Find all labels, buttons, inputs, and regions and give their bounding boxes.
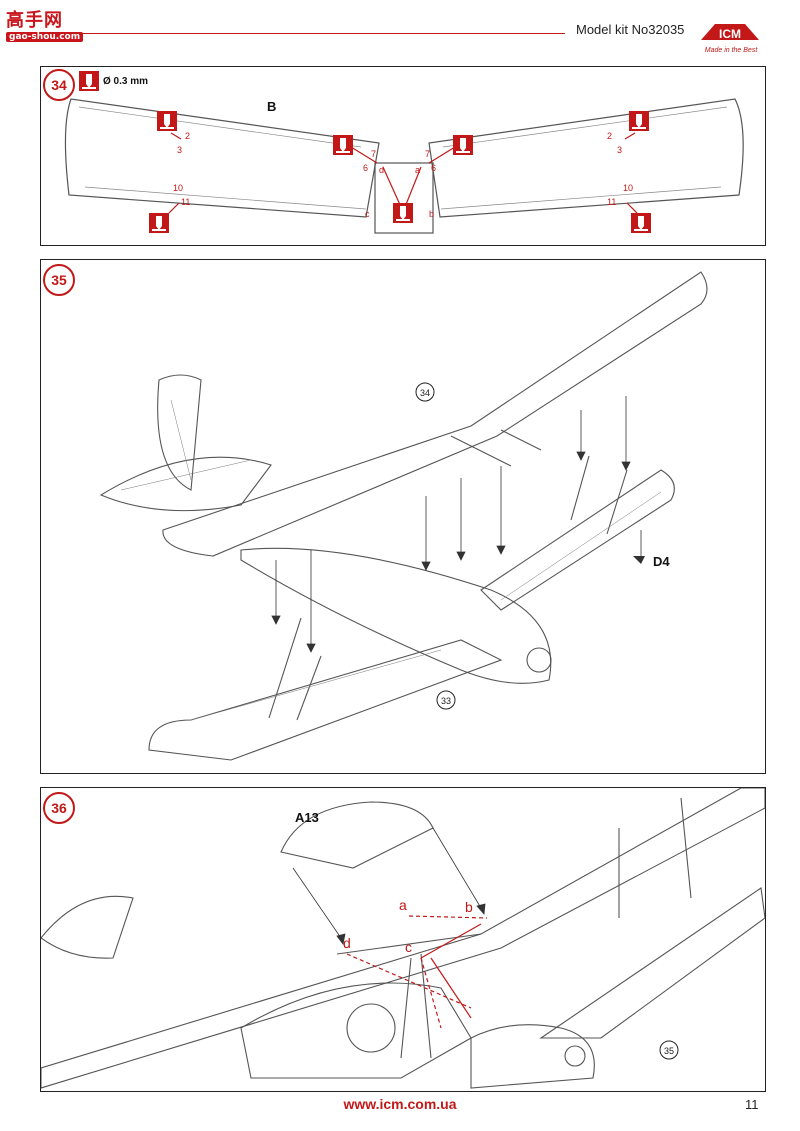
header-title: Model kit No32035 bbox=[576, 22, 685, 37]
hole-letter: d bbox=[379, 165, 384, 175]
watermark: 高手网 gao-shou.com bbox=[6, 6, 84, 42]
icm-logo-icon: ICM Made in the Best bbox=[701, 24, 759, 54]
part-label: D4 bbox=[653, 554, 670, 569]
step-ref: 33 bbox=[441, 696, 451, 706]
hole-number: 2 bbox=[607, 131, 612, 141]
logo-name: ICM bbox=[719, 27, 741, 41]
watermark-bottom: gao-shou.com bbox=[6, 32, 84, 42]
hole-number: 11 bbox=[607, 197, 616, 207]
part-label: B bbox=[267, 99, 277, 114]
part-label: A13 bbox=[295, 810, 319, 825]
drill-icon bbox=[79, 71, 99, 91]
step-34-panel: 2 3 7 6 7 6 2 3 10 11 10 11 a b c d 34 Ø… bbox=[40, 66, 766, 246]
page-number: 11 bbox=[745, 1097, 759, 1112]
step-34-number: 34 bbox=[43, 69, 75, 101]
drill-icon bbox=[629, 111, 649, 131]
hole-number: 10 bbox=[173, 183, 183, 193]
step-36-drawing: a b c d A13 35 bbox=[41, 788, 765, 1089]
hole-letter: c bbox=[405, 939, 412, 955]
hole-letter: c bbox=[365, 209, 370, 219]
step-34-drawing: 2 3 7 6 7 6 2 3 10 11 10 11 a b c d bbox=[64, 98, 744, 234]
drill-icon bbox=[157, 111, 177, 131]
hole-letter: b bbox=[429, 209, 434, 219]
drill-icon bbox=[393, 203, 413, 223]
drill-icon bbox=[631, 213, 651, 233]
watermark-top: 高手网 bbox=[6, 10, 63, 31]
step-ref: 34 bbox=[420, 388, 430, 398]
logo-tagline: Made in the Best bbox=[705, 47, 759, 54]
hole-number: 11 bbox=[181, 197, 190, 207]
hole-number: 7 bbox=[425, 149, 430, 159]
hole-number: 2 bbox=[185, 131, 190, 141]
hole-letter: a bbox=[415, 165, 420, 175]
hole-number: 10 bbox=[623, 183, 633, 193]
drill-icon bbox=[333, 135, 353, 155]
hole-letter: a bbox=[399, 897, 407, 913]
header-rule bbox=[40, 33, 565, 34]
footer-url[interactable]: www.icm.com.ua bbox=[343, 1096, 457, 1112]
hole-letter: b bbox=[465, 899, 473, 915]
hole-number: 6 bbox=[363, 163, 368, 173]
step-ref: 35 bbox=[664, 1046, 674, 1056]
step-35-panel: 34 33 D4 35 bbox=[40, 259, 766, 774]
hole-number: 3 bbox=[617, 145, 622, 155]
hole-number: 6 bbox=[431, 163, 436, 173]
drill-icon bbox=[149, 213, 169, 233]
step-36-number: 36 bbox=[43, 792, 75, 824]
step-36-panel: a b c d A13 35 36 bbox=[40, 787, 766, 1092]
step-35-drawing: 34 33 D4 bbox=[99, 271, 708, 761]
hole-letter: d bbox=[343, 935, 351, 951]
logo-shape bbox=[701, 24, 759, 40]
step-35-number: 35 bbox=[43, 264, 75, 296]
hole-number: 3 bbox=[177, 145, 182, 155]
hole-number: 7 bbox=[371, 149, 376, 159]
drill-icon bbox=[453, 135, 473, 155]
drill-size: Ø 0.3 mm bbox=[103, 76, 149, 87]
